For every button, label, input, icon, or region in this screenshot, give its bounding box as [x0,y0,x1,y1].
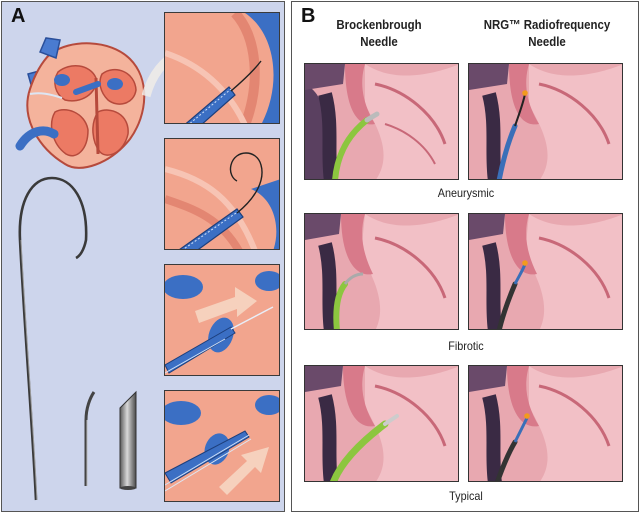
tile-typical-brockenbrough [304,365,459,482]
heart-cross-section-illustration [15,37,146,169]
column-header-brockenbrough: Brockenbrough Needle [313,16,445,50]
column-header-line-1: Brockenbrough [336,17,422,32]
needle-tip-closeup [84,391,96,486]
long-curved-needle-illustration [18,176,88,501]
panel-b: B Brockenbrough Needle NRG™ Radiofrequen… [291,1,639,512]
row-caption-aneurysmic: Aneurysmic [437,186,495,200]
septal-puncture-step-1 [164,12,280,124]
septal-puncture-step-2 [164,138,280,250]
tile-aneurysmic-nrg [468,63,623,180]
needle-bevel-closeup [119,390,137,490]
septal-puncture-step-3 [164,264,280,376]
tile-typical-nrg [468,365,623,482]
panel-a-label: A [11,5,26,27]
tile-fibrotic-brockenbrough [304,213,459,330]
septal-puncture-step-4 [164,390,280,502]
column-header-nrg: NRG™ Radiofrequency Needle [472,16,622,50]
row-caption-typical: Typical [449,489,483,503]
row-caption-fibrotic: Fibrotic [448,339,484,353]
column-header-line-1: NRG™ Radiofrequency [483,17,611,32]
panel-b-label: B [301,5,316,27]
column-header-line-2: Needle [528,34,566,49]
column-header-line-2: Needle [360,34,398,49]
tile-aneurysmic-brockenbrough [304,63,459,180]
tile-fibrotic-nrg [468,213,623,330]
panel-a: A [1,1,285,512]
